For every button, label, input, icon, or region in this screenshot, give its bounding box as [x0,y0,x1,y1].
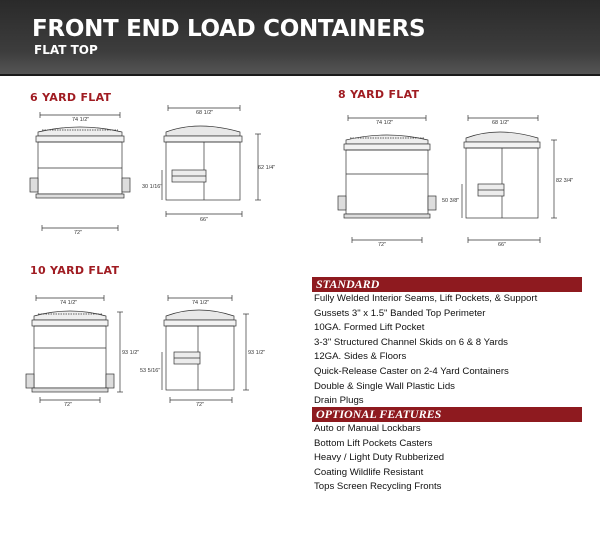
list-item: Auto or Manual Lockbars [314,423,421,434]
dim-side-depth-10: 74 1/2" [192,300,209,306]
model-title-10-yard: 10 YARD FLAT [30,264,120,277]
list-item: Gussets 3" x 1.5" Banded Top Perimeter [314,307,486,319]
dim-front-height-10: 93 1/2" [122,350,139,356]
list-item: 12GA. Sides & Floors [314,351,407,363]
list-item: Bottom Lift Pockets Casters [314,437,433,449]
dim-side-depth-8: 68 1/2" [492,120,509,126]
list-item: Heavy / Light Duty Rubberized [314,452,445,464]
dim-pocket-height-10: 53 5/16" [140,368,160,374]
front-view-8-yard: 74 1/2" 72" [337,115,437,248]
side-view-6-yard: 68 1/2" 30 1/16" 62 1/4" 66" [142,105,275,223]
front-view-10-yard: 74 1/2" 93 1/2" 72" [25,295,139,408]
dim-side-base-8: 66" [498,242,506,248]
list-item: Fully Welded Interior Seams, Lift Pocket… [314,293,538,304]
list-item: Double & Single Wall Plastic Lids [314,380,455,392]
dim-pocket-height-8: 50 3/8" [442,198,459,204]
dim-overall-height-8: 82 3/4" [556,178,573,184]
dim-front-width-10: 74 1/2" [60,300,77,306]
dim-front-width-8: 74 1/2" [376,120,393,126]
model-title-8-yard: 8 YARD FLAT [338,88,420,101]
list-item: Drain Plugs [314,395,364,407]
dim-front-width-6: 74 1/2" [72,117,89,123]
list-item: Quick-Release Caster on 2-4 Yard Contain… [314,365,509,377]
side-view-10-yard: 74 1/2" 53 5/16" 93 1/2" 72" [140,295,265,408]
model-title-6-yard: 6 YARD FLAT [30,91,112,104]
dim-side-base-10: 72" [196,402,204,408]
standard-features-list: Fully Welded Interior Seams, Lift Pocket… [314,292,537,409]
front-view-6-yard: 74 1/2" 72" [29,112,131,236]
page-header: FRONT END LOAD CONTAINERS FLAT TOP [0,0,600,76]
list-item: Tops Screen Recycling Fronts [314,481,442,493]
optional-features-list: Auto or Manual Lockbars Bottom Lift Pock… [314,422,444,495]
dim-side-base-6: 66" [200,217,208,223]
page-title: FRONT END LOAD CONTAINERS [32,16,426,42]
dim-pocket-height-6: 30 1/16" [142,184,162,190]
standard-heading: STANDARD [312,277,582,292]
dim-base-width-10: 72" [64,402,72,408]
list-item: Coating Wildlife Resistant [314,466,424,478]
list-item: 10GA. Formed Lift Pocket [314,322,425,334]
page-subtitle: FLAT TOP [34,43,98,57]
dim-overall-height-10: 93 1/2" [248,350,265,356]
dim-overall-height-6: 62 1/4" [258,165,275,171]
dim-base-width-8: 72" [378,242,386,248]
side-view-8-yard: 68 1/2" 50 3/8" 82 3/4" 66" [442,115,573,248]
dim-side-depth-6: 68 1/2" [196,110,213,116]
dim-base-width-6: 72" [74,230,82,236]
optional-features-heading: OPTIONAL FEATURES [312,407,582,422]
list-item: 3-3" Structured Channel Skids on 6 & 8 Y… [314,336,508,348]
